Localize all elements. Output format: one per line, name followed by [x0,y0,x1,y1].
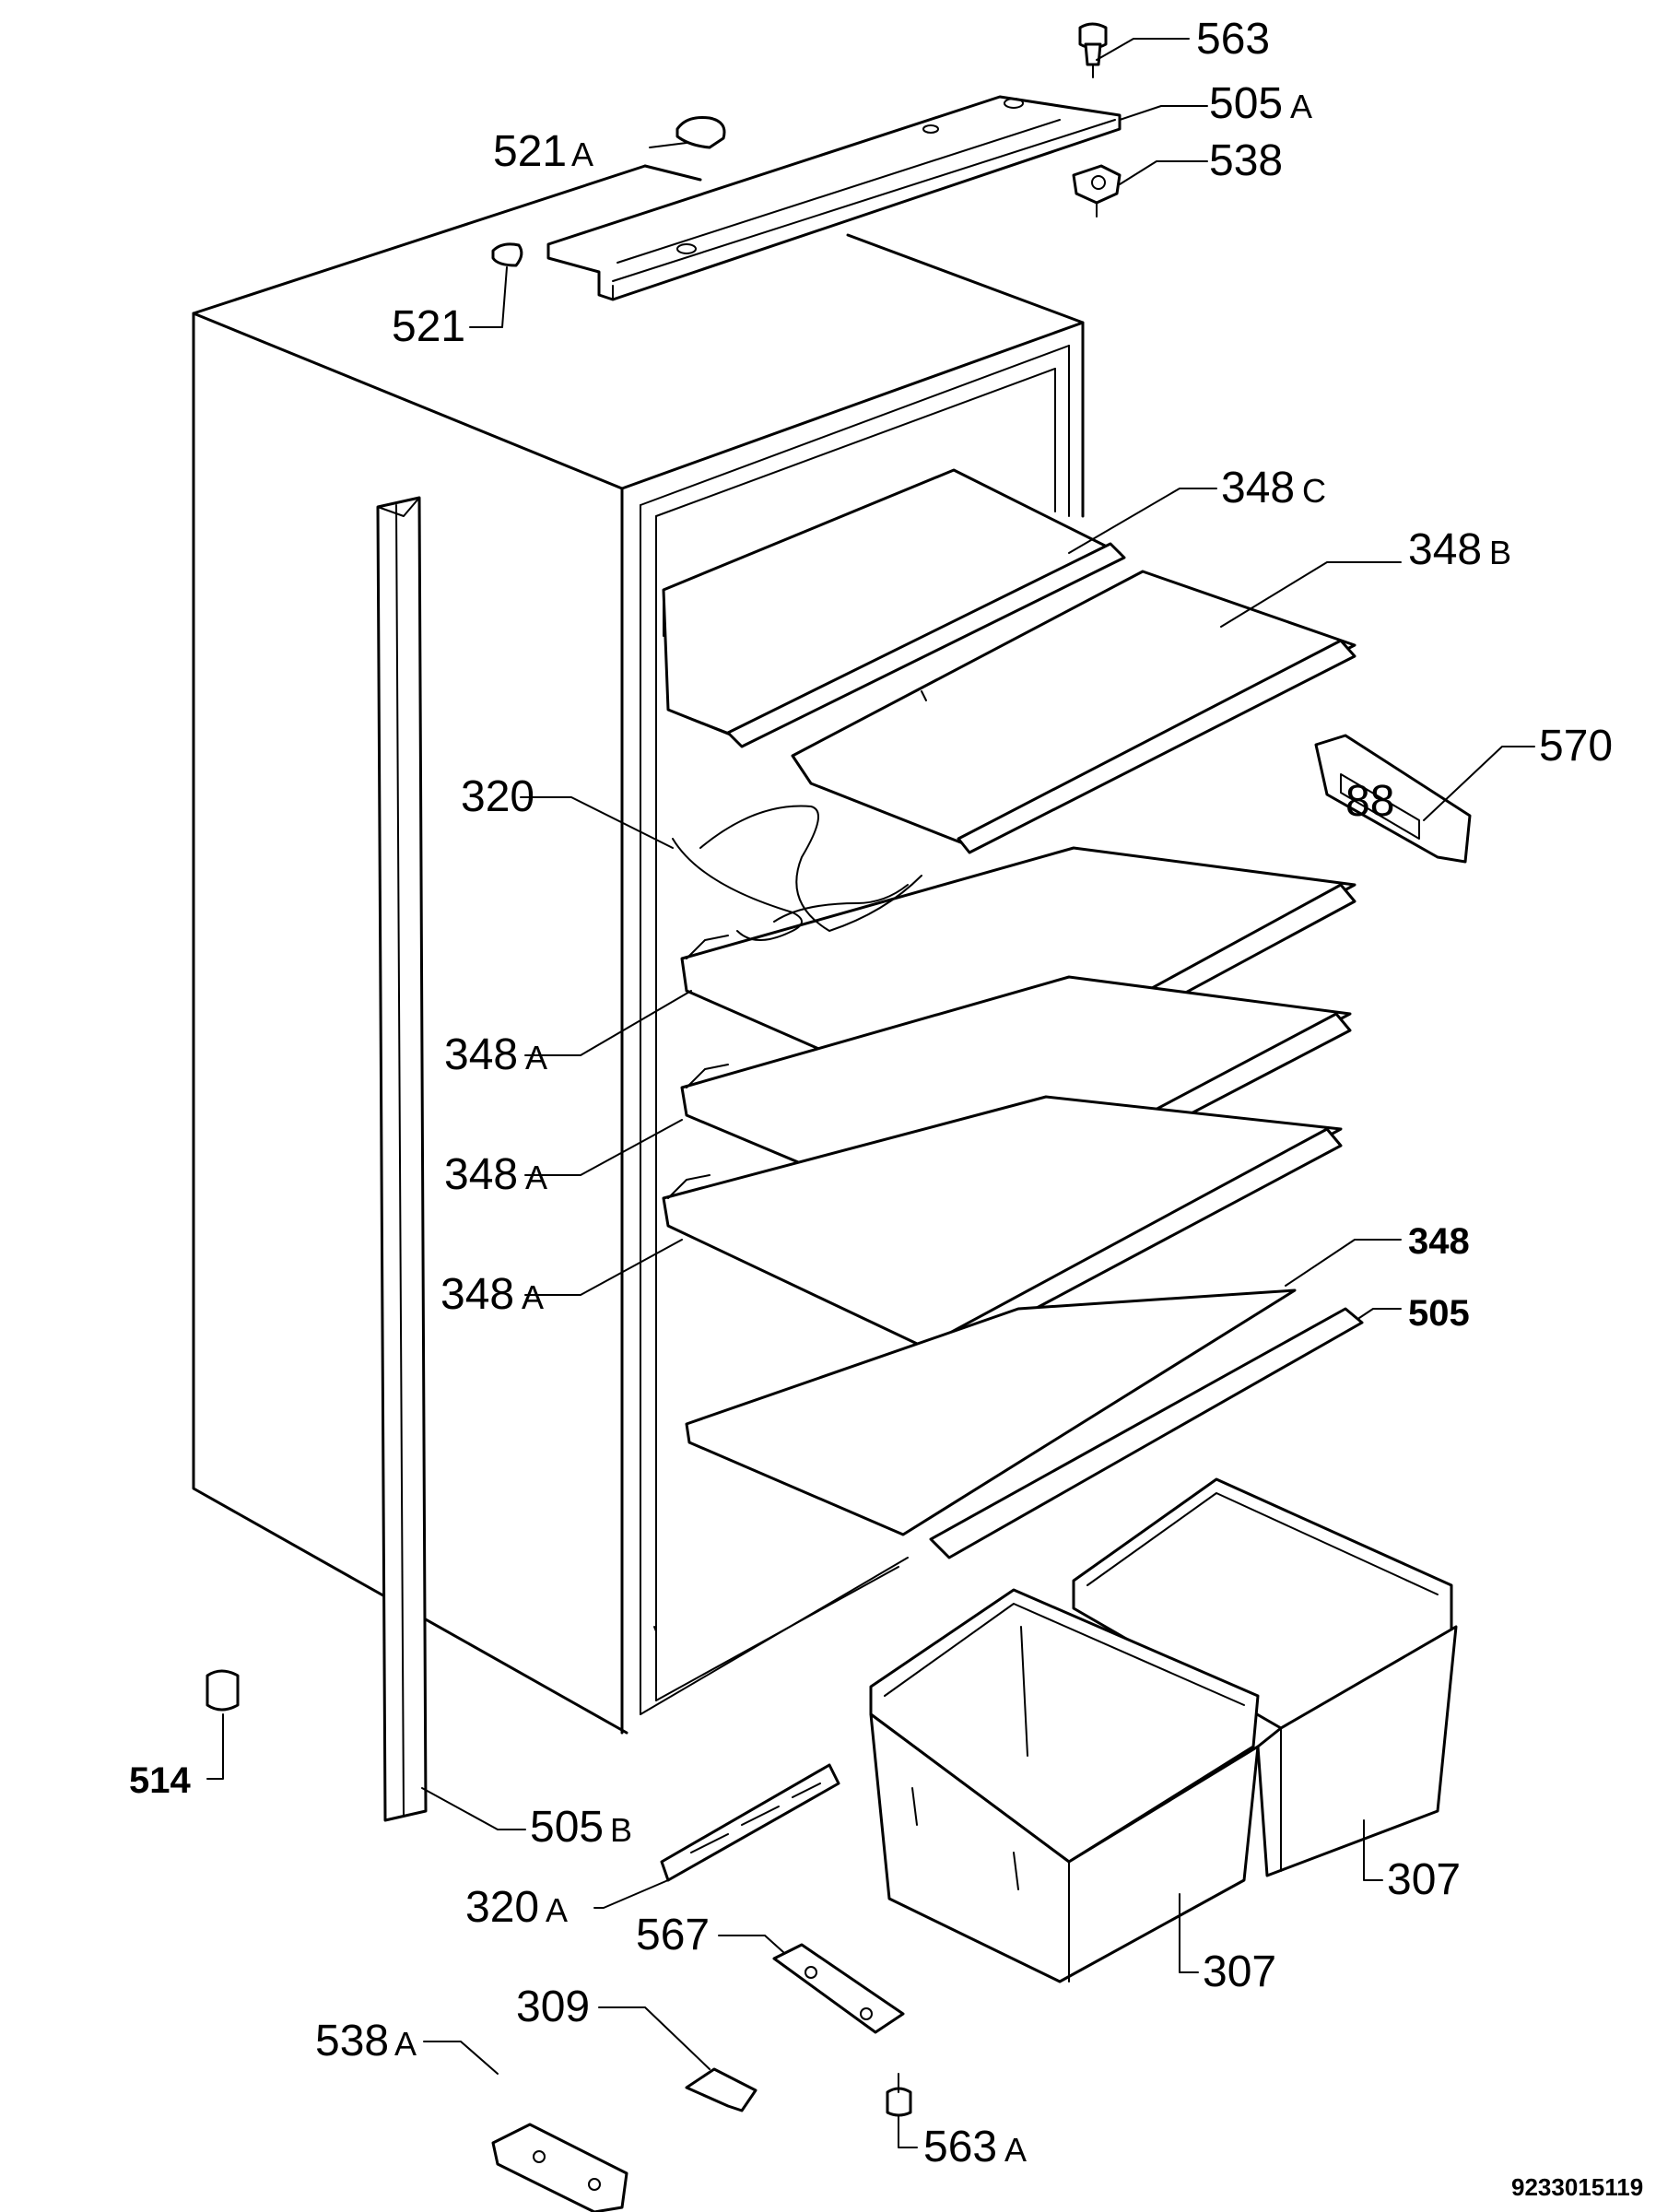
callout-320a: 320 A [465,1883,568,1932]
clip-309 [685,2067,758,2112]
callout-538: 538 [1209,136,1283,185]
hinge-plate-567 [772,1943,905,2034]
crisper-drawer-back [1072,1477,1458,1877]
callout-307-right-number: 307 [1387,1855,1461,1904]
callout-538a-suffix: A [394,2025,417,2063]
callout-307-right: 307 [1387,1855,1461,1904]
shelf-348c [662,468,1126,748]
callout-309-number: 309 [516,1983,590,2031]
callout-505-number: 505 [1408,1293,1470,1334]
callout-538a-number: 538 [315,2017,389,2065]
shelf-348a-3 [662,1095,1343,1361]
callout-348a-2-suffix: A [525,1159,547,1196]
callout-320-number: 320 [461,772,534,821]
callout-538-number: 538 [1209,136,1283,185]
callout-320a-suffix: A [546,1891,568,1929]
callout-505a-suffix: A [1290,88,1312,125]
callout-521a: 521 A [493,127,593,176]
callout-521: 521 [392,302,465,351]
foot-514 [206,1669,240,1747]
callout-505b-suffix: B [610,1811,632,1849]
callout-521-number: 521 [392,302,465,351]
callout-348a-3-suffix: A [522,1278,544,1316]
callout-521a-suffix: A [571,135,593,173]
callout-505: 505 [1408,1293,1470,1334]
callout-563a-number: 563 [923,2123,997,2171]
callout-570-number: 570 [1539,722,1613,771]
hinge-pin-top [1078,22,1108,78]
callout-348b-number: 348 [1408,525,1482,574]
crisper-drawer-front [869,1588,1260,1983]
temperature-display: 88 [1314,734,1472,864]
callout-348a-3-number: 348 [440,1270,514,1319]
callout-348c-number: 348 [1221,464,1295,512]
callout-307-left-number: 307 [1203,1947,1276,1996]
top-hinge-bracket [546,95,1122,301]
cabinet [192,164,1085,1735]
callout-320: 320 [461,772,534,821]
callout-348a-2-number: 348 [444,1150,518,1199]
callout-348b-suffix: B [1489,534,1511,571]
callout-307-left: 307 [1203,1947,1276,1996]
callout-563a: 563 A [923,2123,1027,2171]
document-number: 9233015119 [1511,2173,1643,2201]
callout-348b: 348 B [1408,525,1511,574]
callout-563-number: 563 [1196,15,1270,64]
display-digits: 88 [1345,777,1394,826]
callout-567-number: 567 [636,1911,710,1959]
callout-348a-1-suffix: A [525,1039,547,1077]
callout-514-number: 514 [129,1760,191,1801]
hinge-top-538 [1072,164,1122,218]
hinge-538a [491,2123,628,2212]
hinge-pin-563a [886,2073,912,2117]
callout-563: 563 [1196,15,1270,64]
leader-lines [206,38,1535,2148]
door-seal-strip [376,496,428,1822]
callout-348a-1: 348 A [444,1030,547,1079]
shelf-trim-505 [929,1307,1364,1559]
callout-505a-number: 505 [1209,79,1283,128]
callout-309: 309 [516,1983,590,2031]
callout-348-number: 348 [1408,1221,1470,1262]
callout-563a-suffix: A [1004,2131,1027,2169]
callout-320a-number: 320 [465,1883,539,1932]
shelf-348 [685,1288,1297,1536]
hinge-cover-cap [675,116,726,149]
callout-348a-3: 348 A [440,1270,544,1319]
callout-521a-number: 521 [493,127,567,176]
hinge-cap-small [491,242,523,267]
callout-538a: 538 A [315,2017,417,2065]
callout-514: 514 [129,1760,191,1801]
callout-505b-number: 505 [530,1803,604,1852]
callout-348a-2: 348 A [444,1150,547,1199]
rail-320a [660,1763,840,1882]
callout-348c: 348 C [1221,464,1326,512]
shelf-348b [791,570,1357,854]
callout-348a-1-number: 348 [444,1030,518,1079]
callout-348c-suffix: C [1302,472,1326,510]
callout-567: 567 [636,1911,710,1959]
callout-505a: 505 A [1209,79,1312,128]
callout-505b: 505 B [530,1803,632,1852]
wire-320 [672,805,922,941]
callout-570: 570 [1539,722,1613,771]
callout-348: 348 [1408,1221,1470,1262]
